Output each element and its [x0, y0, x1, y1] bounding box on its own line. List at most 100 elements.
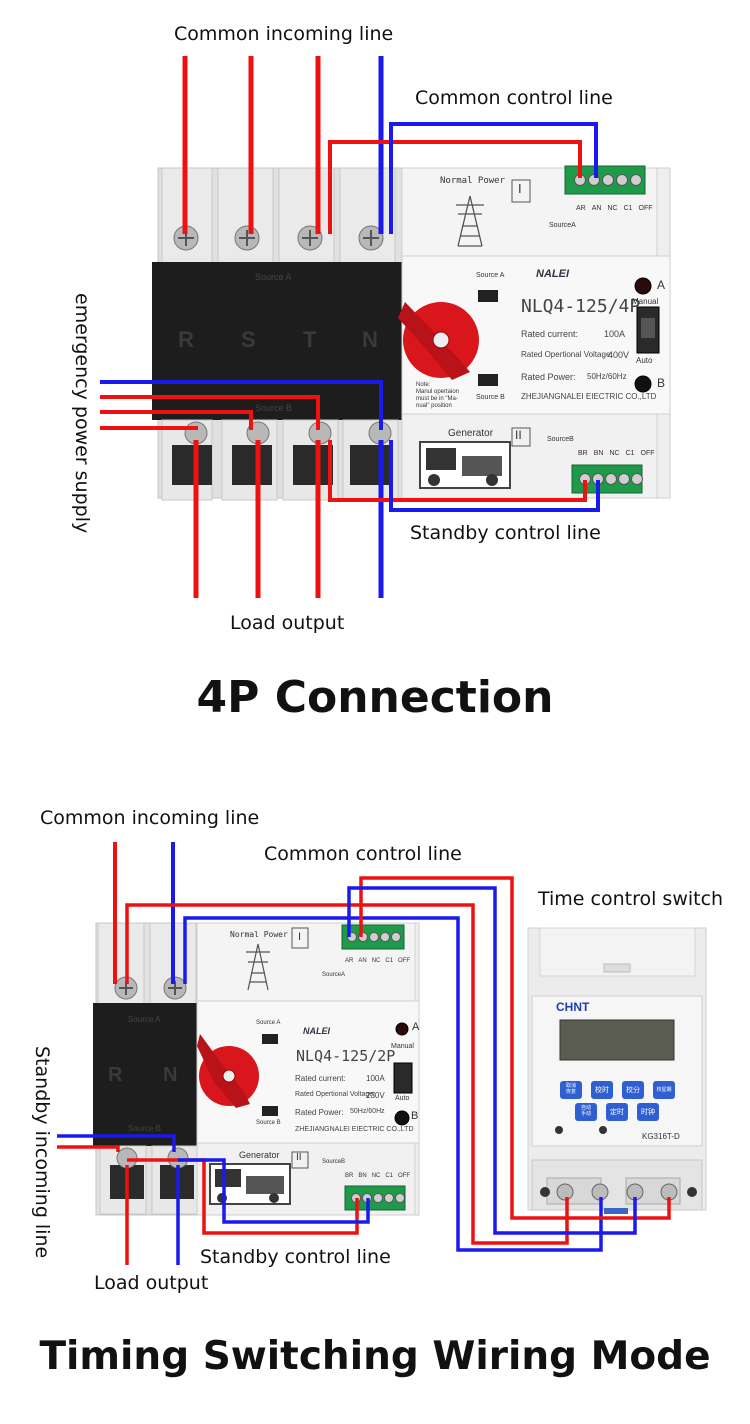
terminal-b-labels: BR BN NC C1 OFF — [578, 450, 655, 457]
source-a-window-label: Source A — [476, 272, 505, 279]
emergency-supply-label: emergency power supply — [71, 293, 93, 534]
terminal-block-b-2p — [344, 1185, 406, 1211]
timer-button-set-week[interactable] — [653, 1081, 675, 1099]
top-screw-terminals — [173, 225, 384, 251]
normal-power-label-2p: Normal Power — [230, 930, 288, 939]
rated-power-label: Rated Power: — [521, 372, 576, 382]
black-panel-2p — [93, 1003, 197, 1146]
control-wires-2p — [125, 876, 671, 1252]
auto-label: Auto — [636, 356, 653, 365]
terminal-n-label-2p: N — [163, 1064, 178, 1086]
timer-button-clock-label: 时钟 — [641, 1109, 655, 1116]
load-output-wires — [193, 440, 384, 598]
rated-power-value-2p: 50Hz/60Hz — [350, 1108, 385, 1115]
rated-voltage-label: Rated Opertional Voltage: — [521, 350, 613, 359]
timer-button-cancel[interactable] — [560, 1081, 582, 1099]
timer-button-auto-manual[interactable] — [575, 1103, 597, 1121]
section-heading-4p: 4P Connection — [196, 672, 554, 723]
rated-current-label-2p: Rated current: — [295, 1074, 346, 1083]
terminal-b-labels-2p: BR BN NC C1 OFF — [345, 1173, 410, 1179]
load-output-wires-2p — [125, 1165, 180, 1265]
emergency-supply-wires — [100, 380, 383, 430]
standby-control-wires-2p — [127, 1158, 370, 1235]
manual-auto-switch-2p[interactable] — [393, 1062, 413, 1094]
source-b-window-label: Source B — [476, 394, 505, 401]
terminal-a-an-2p: AN — [358, 958, 367, 964]
common-incoming-label: Common incoming line — [174, 23, 394, 45]
source-b-small-label-2p: SourceB — [322, 1159, 346, 1165]
standby-control-label: Standby control line — [410, 522, 601, 544]
indicator-a-label: A — [657, 278, 666, 292]
timer-button-clock[interactable] — [637, 1103, 659, 1121]
terminal-a-ar-2p: AR — [345, 958, 354, 964]
standby-control-wires — [328, 440, 600, 512]
terminal-b-nc-2p: NC — [371, 1173, 381, 1179]
incoming-wires — [182, 56, 384, 234]
common-control-wires — [328, 122, 598, 234]
generator-label-2p: Generator — [239, 1150, 280, 1160]
source-b-marking-2p: Source B — [128, 1124, 161, 1133]
timer-button-cancel-label: 取消 恢复 — [565, 1083, 576, 1095]
terminal-r-label-2p: R — [108, 1064, 123, 1086]
terminal-b-br-2p: BR — [345, 1173, 354, 1179]
generator-icon-2p — [209, 1163, 291, 1205]
source-a-marking-2p: Source A — [128, 1015, 161, 1024]
terminal-b-br: BR — [578, 450, 588, 457]
terminal-a-c1-2p: C1 — [385, 958, 394, 964]
timer-button-set-minute[interactable] — [622, 1081, 644, 1099]
model-label: NLQ4-125/4P — [521, 296, 641, 317]
load-output-label: Load output — [230, 612, 345, 634]
timer-button-auto-manual-label: 自动 手动 — [580, 1105, 591, 1117]
standby-incoming-wires-2p — [57, 1134, 176, 1152]
timer-brand-logo: CHNT — [556, 1000, 590, 1014]
common-control-label: Common control line — [415, 87, 613, 109]
time-control-switch-device — [527, 927, 707, 1214]
manual-label-2p: Manual — [391, 1043, 414, 1050]
selector-knob-2p[interactable] — [197, 1034, 259, 1108]
power-pylon-icon — [456, 195, 484, 247]
source-b-marking: Source B — [255, 403, 293, 413]
terminal-a-c1: C1 — [623, 205, 633, 212]
selector-knob[interactable] — [398, 302, 479, 380]
brand-logo: NALEI — [536, 268, 569, 280]
rated-current-value: 100A — [604, 329, 626, 339]
load-output-label-2p: Load output — [94, 1272, 209, 1294]
rated-current-value-2p: 100A — [366, 1074, 385, 1083]
source-b-window-label-2p: Source B — [256, 1120, 281, 1126]
roman-one-label: I — [518, 181, 522, 196]
incoming-wires-2p — [113, 842, 175, 984]
indicator-a-lamp — [634, 277, 652, 295]
timer-button-timing-label: 定时 — [610, 1109, 624, 1116]
time-switch-label: Time control switch — [538, 888, 724, 910]
indicator-b-lamp — [634, 375, 652, 393]
terminal-t-label: T — [303, 327, 317, 352]
indicator-b-lamp-2p — [394, 1110, 410, 1126]
terminal-b-c1-2p: C1 — [385, 1173, 394, 1179]
timer-lcd-display — [559, 1019, 675, 1061]
timer-button-set-week-label: 校星期 — [656, 1087, 672, 1093]
source-a-marking: Source A — [255, 272, 292, 282]
note-label: Note: Manul opertaion must be in "Ma- nu… — [416, 382, 460, 409]
timer-button-set-hour-label: 校时 — [595, 1087, 609, 1094]
timer-button-set-hour[interactable] — [591, 1081, 613, 1099]
terminal-block-a-2p — [341, 924, 405, 950]
terminal-a-labels-2p: AR AN NC C1 OFF — [345, 958, 410, 964]
indicator-b-label-2p: B — [411, 1110, 419, 1122]
indicator-a-lamp-2p — [395, 1022, 409, 1036]
brand-logo-2p: NALEI — [303, 1026, 330, 1036]
indicator-b-label: B — [657, 376, 666, 390]
terminal-a-off-2p: OFF — [398, 958, 411, 964]
rated-voltage-value: 400V — [608, 350, 630, 360]
rated-power-label-2p: Rated Power: — [295, 1108, 344, 1117]
timer-button-timing[interactable] — [606, 1103, 628, 1121]
terminal-b-off: OFF — [640, 450, 655, 457]
timer-model-label: KG316T-D — [642, 1132, 680, 1141]
terminal-a-nc: NC — [607, 205, 618, 212]
manual-label: Manual — [632, 297, 659, 306]
standby-incoming-label: Standby incoming line — [31, 1046, 53, 1259]
ats-2p-timing-device — [57, 842, 707, 1265]
power-pylon-icon-2p — [246, 943, 270, 991]
terminal-a-ar: AR — [576, 205, 586, 212]
generator-label: Generator — [448, 428, 494, 439]
